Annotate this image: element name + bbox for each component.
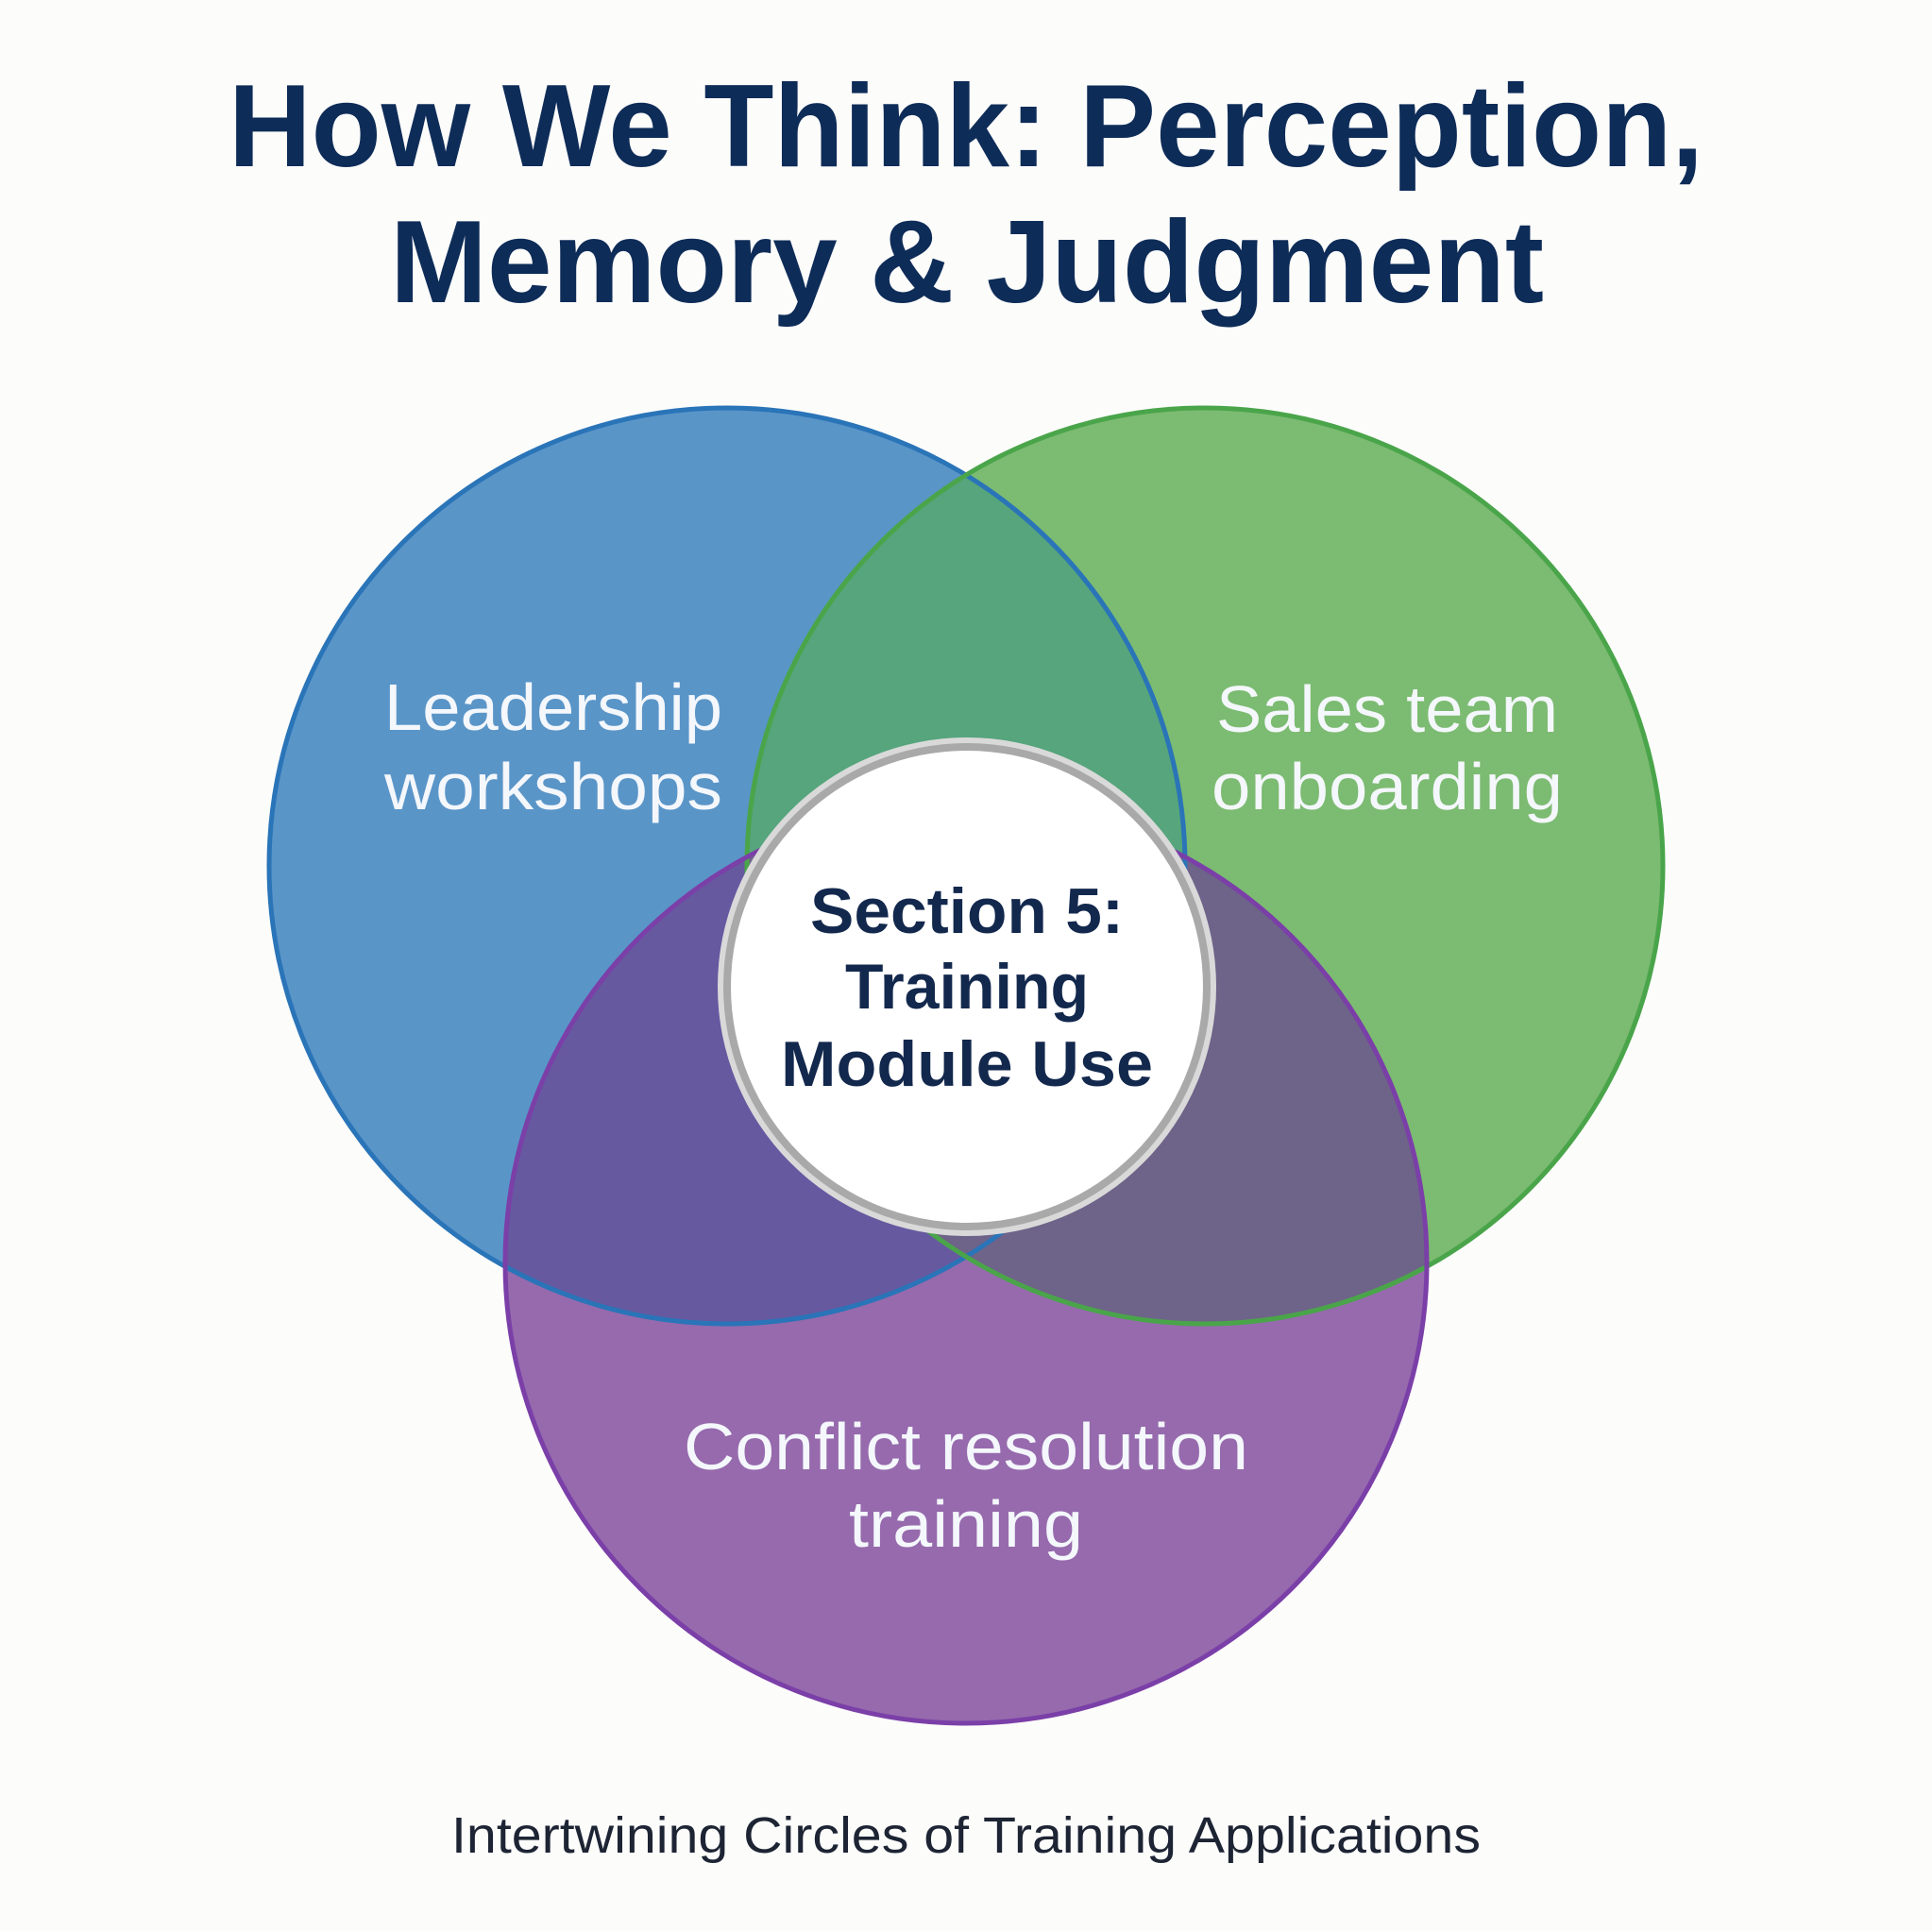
label-leadership-line-2: workshops <box>383 750 722 823</box>
center-label-line-2: Training <box>845 951 1089 1023</box>
label-sales-line-1: Sales team <box>1216 672 1558 746</box>
label-conflict-line-2: training <box>849 1487 1083 1561</box>
caption: Intertwining Circles of Training Applica… <box>451 1807 1481 1864</box>
center-label-line-3: Module Use <box>781 1028 1153 1100</box>
center-label-line-1: Section 5: <box>810 875 1124 947</box>
outline-leadership <box>266 405 1188 1327</box>
label-conflict-line-1: Conflict resolution <box>684 1410 1248 1483</box>
title-line-2: Memory & Judgment <box>390 197 1544 328</box>
label-leadership-line-1: Leadership <box>384 670 722 744</box>
title-line-1: How We Think: Perception, <box>229 61 1703 192</box>
label-sales-line-2: onboarding <box>1212 750 1563 823</box>
center-badge <box>731 751 1203 1223</box>
outline-sales <box>744 405 1666 1327</box>
